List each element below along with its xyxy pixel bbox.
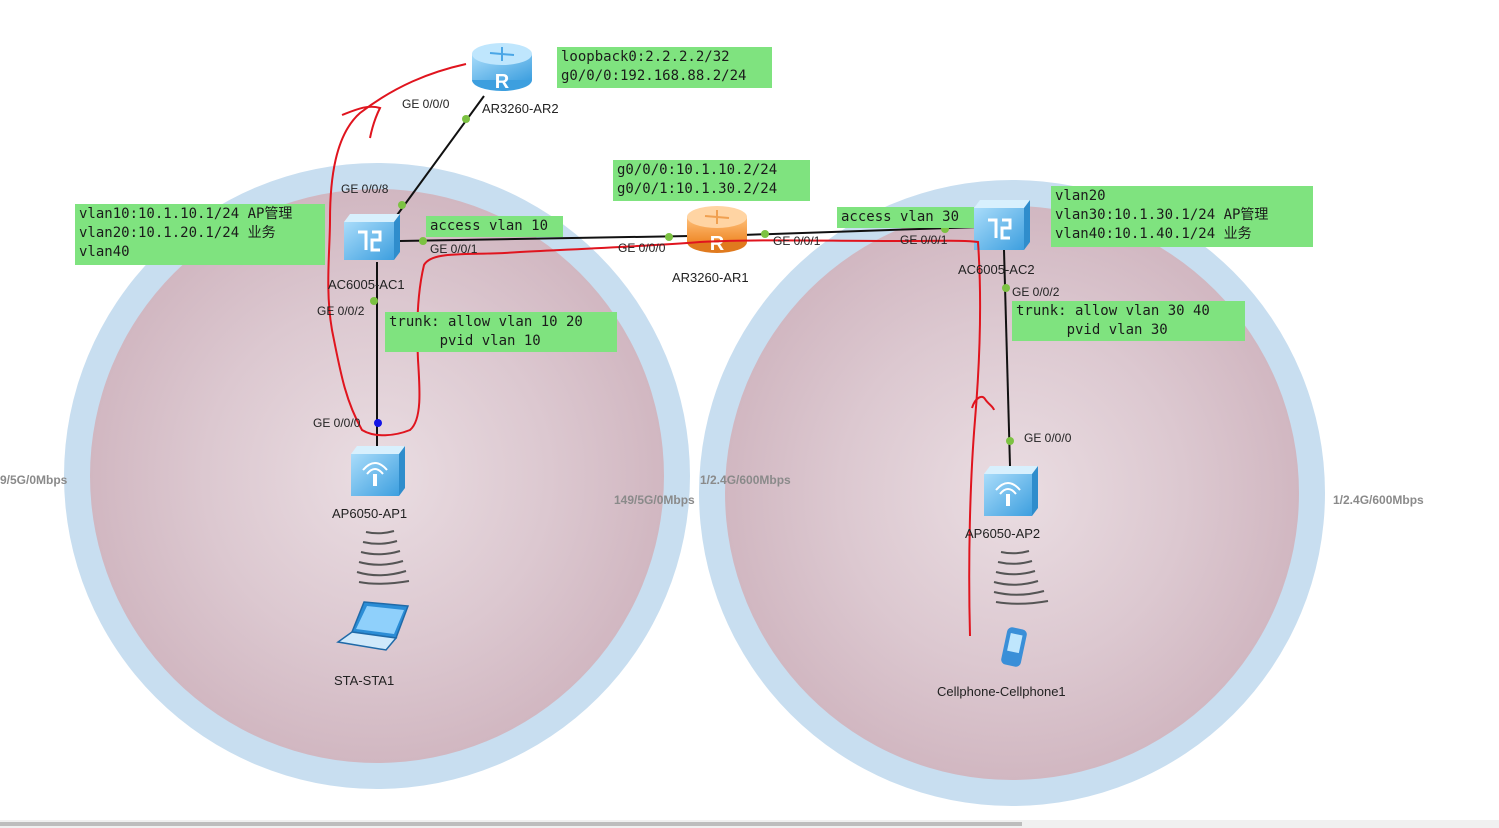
wireless-signal-icon — [356, 530, 410, 585]
ac1-vlan-note: vlan10:10.1.10.1/24 AP管理 vlan20:10.1.20.… — [75, 204, 325, 265]
port-label-ac1-ge002: GE 0/0/2 — [317, 304, 365, 318]
ac1-access-note: access vlan 10 — [426, 216, 563, 237]
controller-ac1[interactable] — [344, 214, 400, 260]
port-label-ap2-ge000: GE 0/0/0 — [1024, 431, 1072, 445]
access-point-ap1[interactable] — [351, 446, 405, 496]
router-icon: R — [687, 206, 747, 255]
radio-label-ap1-left: 9/5G/0Mbps — [0, 473, 68, 487]
access-point-ap2[interactable] — [984, 466, 1038, 516]
router-ar2[interactable]: R — [472, 43, 532, 93]
cellphone-icon — [1001, 627, 1027, 667]
port-label-ac2-ge001: GE 0/0/1 — [900, 233, 948, 247]
annotation-path — [327, 63, 995, 637]
radio-label-ap2-right: 1/2.4G/600Mbps — [1333, 493, 1424, 507]
scrollbar-thumb[interactable] — [0, 822, 1022, 826]
device-label-ap1: AP6050-AP1 — [332, 506, 408, 521]
ac2-trunk-note: trunk: allow vlan 30 40 pvid vlan 30 — [1012, 301, 1245, 341]
ac1-trunk-note: trunk: allow vlan 10 20 pvid vlan 10 — [385, 312, 617, 352]
port-label-ar1-ge000: GE 0/0/0 — [618, 241, 666, 255]
wireless-signal-icon — [993, 550, 1049, 605]
station-sta1[interactable] — [336, 601, 410, 651]
switch-icon — [344, 214, 400, 260]
radio-label-ap2-left: 1/2.4G/600Mbps — [700, 473, 791, 487]
ac2-access-note: access vlan 30 — [837, 207, 974, 228]
router-ar1[interactable]: R — [687, 206, 747, 255]
ar2-config-note: loopback0:2.2.2.2/32 g0/0/0:192.168.88.2… — [557, 47, 772, 88]
laptop-icon — [336, 601, 410, 651]
access-point-icon — [984, 466, 1038, 516]
port-label-ar1-ge001: GE 0/0/1 — [773, 234, 821, 248]
link-ac1-ar1[interactable] — [399, 235, 691, 242]
device-label-sta1: STA-STA1 — [334, 673, 395, 688]
port-label-ac1-ge001: GE 0/0/1 — [430, 242, 478, 256]
svg-text:R: R — [710, 233, 725, 255]
device-label-cellphone1: Cellphone-Cellphone1 — [937, 684, 1066, 699]
controller-ac2[interactable] — [974, 200, 1030, 250]
radio-label-ap1-right: 149/5G/0Mbps — [614, 493, 695, 507]
port-label-ac1-ge008: GE 0/0/8 — [341, 182, 389, 196]
router-icon: R — [472, 43, 532, 93]
port-label-ac2-ge002: GE 0/0/2 — [1012, 285, 1060, 299]
port-label-ar2-ge000: GE 0/0/0 — [402, 97, 450, 111]
switch-icon — [974, 200, 1030, 250]
device-label-ar2: AR3260-AR2 — [482, 101, 559, 116]
link-ar1-ac2[interactable] — [741, 226, 981, 236]
horizontal-scrollbar[interactable] — [0, 820, 1499, 828]
port-label-ap1-ge000: GE 0/0/0 — [313, 416, 361, 430]
device-label-ap2: AP6050-AP2 — [965, 526, 1041, 541]
device-label-ac1: AC6005-AC1 — [328, 277, 405, 292]
svg-text:R: R — [495, 71, 510, 93]
access-point-icon — [351, 446, 405, 496]
device-label-ar1: AR3260-AR1 — [672, 270, 749, 285]
cellphone-cellphone1[interactable] — [1000, 626, 1027, 667]
ar1-config-note: g0/0/0:10.1.10.2/24 g0/0/1:10.1.30.2/24 — [613, 160, 810, 201]
ac2-vlan-note: vlan20 vlan30:10.1.30.1/24 AP管理 vlan40:1… — [1051, 186, 1313, 247]
port-indicators — [370, 115, 1014, 445]
device-label-ac2: AC6005-AC2 — [958, 262, 1035, 277]
